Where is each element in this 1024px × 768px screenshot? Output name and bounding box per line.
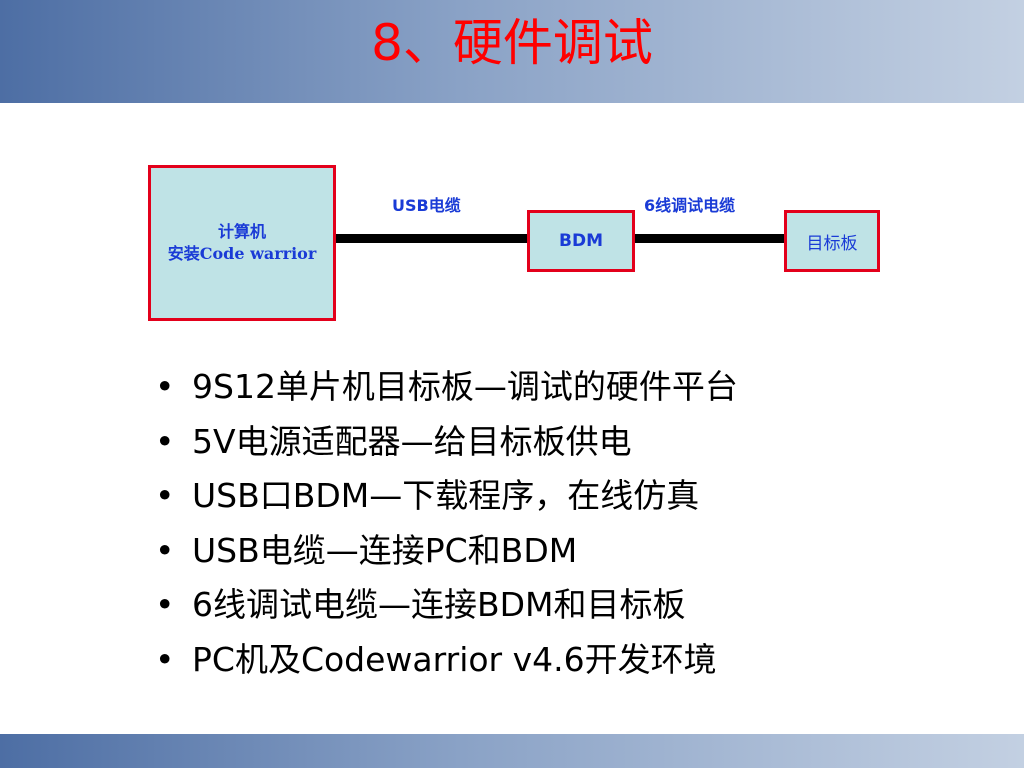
bullet-icon: • (155, 421, 175, 461)
usb-cable-line (336, 234, 527, 243)
bullet-text: USB电缆—连接PC和BDM (192, 530, 578, 570)
bullet-icon: • (155, 476, 175, 515)
header-band (0, 0, 1024, 103)
bullet-text: 6线调试电缆—连接BDM和目标板 (192, 585, 686, 624)
list-item: • USB口BDM—下载程序，在线仿真 (150, 469, 738, 524)
list-item: • 5V电源适配器—给目标板供电 (150, 415, 738, 470)
list-item: • 6线调试电缆—连接BDM和目标板 (150, 578, 738, 633)
bullet-icon: • (155, 585, 175, 624)
list-item: • PC机及Codewarrior v4.6开发环境 (150, 633, 738, 688)
bullet-icon: • (155, 367, 175, 406)
list-item: • USB电缆—连接PC和BDM (150, 524, 738, 579)
bullet-list: • 9S12单片机目标板—调试的硬件平台 • 5V电源适配器—给目标板供电 • USB… (150, 360, 738, 687)
list-item: • 9S12单片机目标板—调试的硬件平台 (150, 360, 738, 415)
debug-cable-label: 6线调试电缆 (644, 196, 736, 215)
slide-title: 8、硬件调试 (371, 14, 653, 72)
codewarrior-label: 安装Code warrior (167, 244, 317, 263)
computer-label: 计算机 (217, 222, 266, 241)
usb-cable-label: USB电缆 (392, 196, 461, 215)
computer-box: 计算机 安装Code warrior (148, 165, 336, 321)
bdm-label: BDM (559, 231, 603, 251)
bullet-text: 5V电源适配器—给目标板供电 (192, 421, 632, 461)
bdm-box: BDM (527, 210, 635, 272)
target-board-box: 目标板 (784, 210, 880, 272)
footer-band (0, 734, 1024, 768)
target-board-label: 目标板 (806, 233, 858, 254)
bullet-text: 9S12单片机目标板—调试的硬件平台 (192, 367, 738, 406)
bullet-icon: • (155, 639, 175, 679)
bullet-icon: • (155, 530, 175, 570)
debug-cable-line (635, 234, 784, 243)
bullet-text: PC机及Codewarrior v4.6开发环境 (192, 639, 717, 679)
bullet-text: USB口BDM—下载程序，在线仿真 (192, 476, 700, 515)
